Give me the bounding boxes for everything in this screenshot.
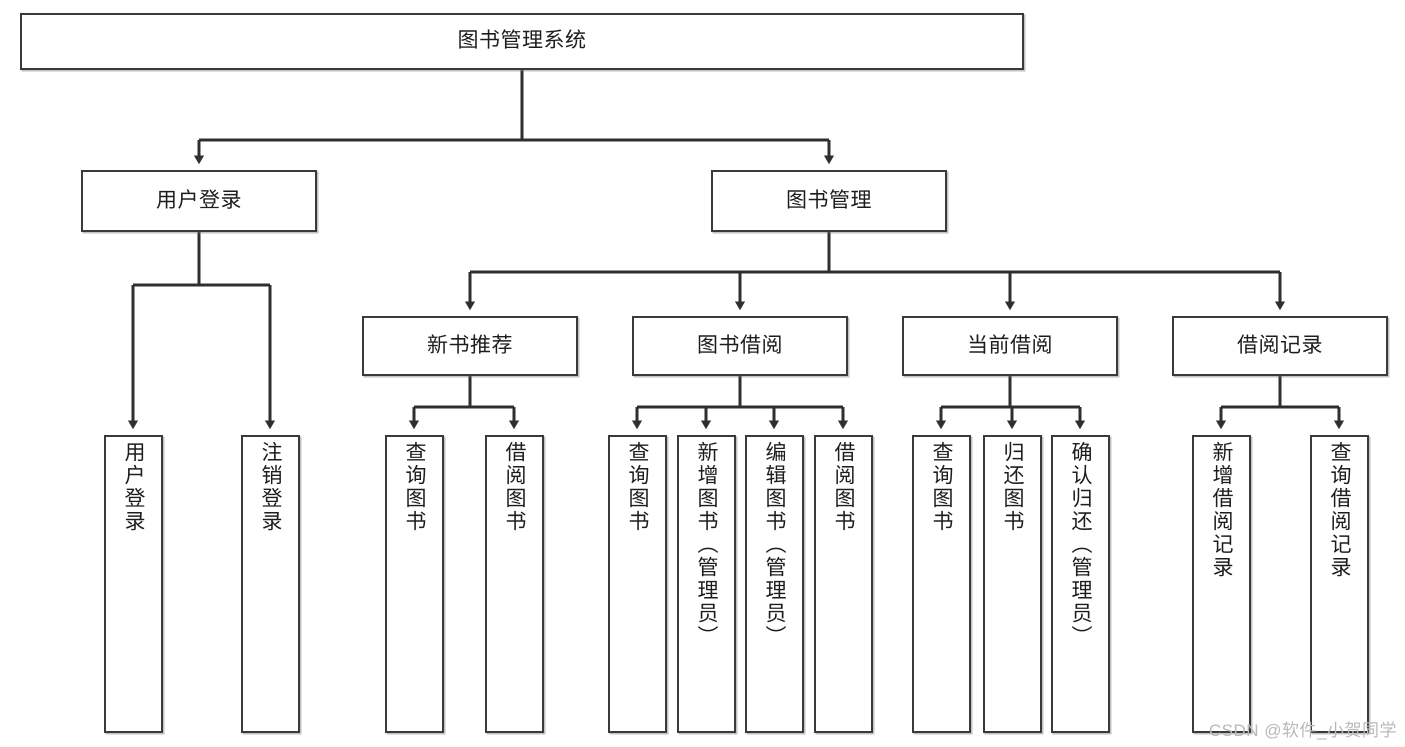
node-label-user-login: 用户登录: [156, 188, 242, 212]
node-label-leaf-borrow-book-rec: 借阅图书: [503, 441, 526, 533]
node-leaf-borrow-book-rec[interactable]: 借阅图书: [485, 435, 544, 733]
node-label-book-management: 图书管理: [786, 188, 872, 212]
node-leaf-edit-book[interactable]: 编辑图书（管理员）: [745, 435, 804, 733]
node-label-root: 图书管理系统: [457, 29, 587, 53]
node-leaf-logout[interactable]: 注销登录: [241, 435, 300, 733]
node-label-leaf-confirm-return: 确认归还（管理员）: [1069, 441, 1092, 648]
node-leaf-confirm-return[interactable]: 确认归还（管理员）: [1051, 435, 1110, 733]
node-label-leaf-query-book-cur: 查询图书: [930, 441, 953, 533]
node-leaf-query-record[interactable]: 查询借阅记录: [1310, 435, 1369, 733]
node-leaf-borrow-book[interactable]: 借阅图书: [814, 435, 873, 733]
node-leaf-user-login[interactable]: 用户登录: [104, 435, 163, 733]
node-label-leaf-edit-book: 编辑图书（管理员）: [763, 441, 786, 648]
node-label-leaf-return-book: 归还图书: [1001, 441, 1024, 533]
node-user-login[interactable]: 用户登录: [81, 170, 317, 232]
node-book-borrow[interactable]: 图书借阅: [632, 316, 848, 376]
node-label-leaf-query-book-borrow: 查询图书: [626, 441, 649, 533]
node-leaf-query-book-rec[interactable]: 查询图书: [385, 435, 444, 733]
node-label-leaf-add-record: 新增借阅记录: [1210, 441, 1233, 579]
node-root-system[interactable]: 图书管理系统: [20, 13, 1024, 70]
node-leaf-add-book[interactable]: 新增图书（管理员）: [677, 435, 736, 733]
node-leaf-add-record[interactable]: 新增借阅记录: [1192, 435, 1251, 733]
node-label-leaf-user-login: 用户登录: [122, 441, 145, 533]
csdn-watermark: CSDN @软件_小贺同学: [1208, 721, 1397, 740]
node-label-leaf-logout: 注销登录: [259, 441, 282, 533]
node-borrow-record[interactable]: 借阅记录: [1172, 316, 1388, 376]
node-label-new-book-recommend: 新书推荐: [427, 333, 513, 357]
node-label-leaf-borrow-book: 借阅图书: [832, 441, 855, 533]
node-label-leaf-add-book: 新增图书（管理员）: [695, 441, 718, 648]
node-current-borrow[interactable]: 当前借阅: [902, 316, 1118, 376]
node-new-book-recommend[interactable]: 新书推荐: [362, 316, 578, 376]
node-label-current-borrow: 当前借阅: [967, 333, 1053, 357]
node-label-borrow-record: 借阅记录: [1237, 333, 1323, 357]
node-book-management[interactable]: 图书管理: [711, 170, 947, 232]
node-label-book-borrow: 图书借阅: [697, 333, 783, 357]
node-leaf-return-book[interactable]: 归还图书: [983, 435, 1042, 733]
node-leaf-query-book-cur[interactable]: 查询图书: [912, 435, 971, 733]
node-leaf-query-book-borrow[interactable]: 查询图书: [608, 435, 667, 733]
node-label-leaf-query-book-rec: 查询图书: [403, 441, 426, 533]
node-label-leaf-query-record: 查询借阅记录: [1328, 441, 1351, 579]
